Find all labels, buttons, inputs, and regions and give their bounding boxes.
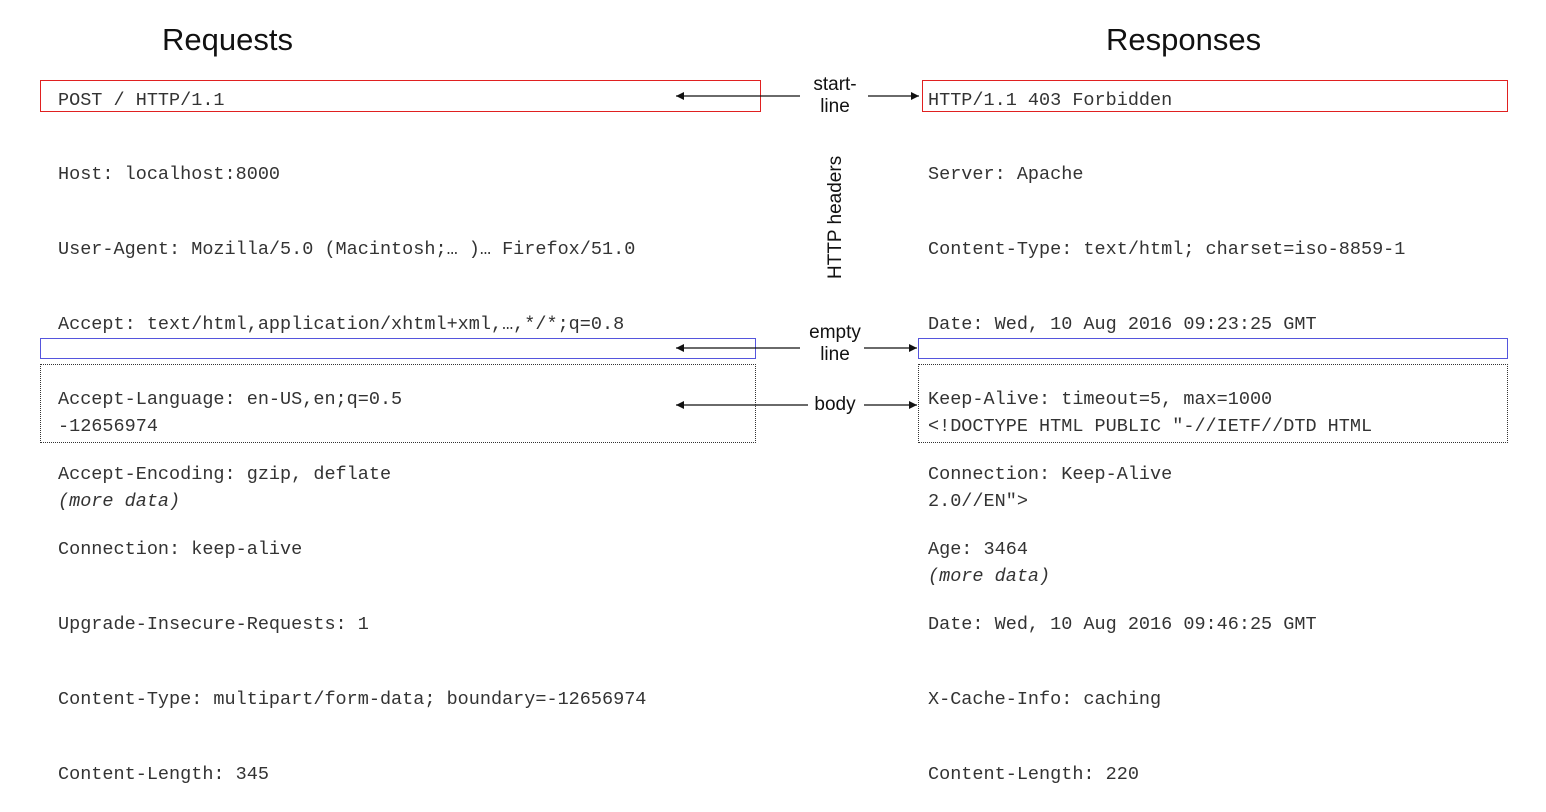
response-body-more: (more data) [928,566,1051,587]
start-line-label: start- line [795,74,875,118]
start-line-label-line: line [820,96,850,117]
request-body-more: (more data) [58,491,181,512]
response-header-line: Date: Wed, 10 Aug 2016 09:46:25 GMT [928,614,1317,635]
body-label: body [814,394,856,415]
response-body-line: <!DOCTYPE HTML PUBLIC "-//IETF//DTD HTML [928,416,1373,437]
request-start-line: POST / HTTP/1.1 [58,90,225,111]
empty-line-label: empty line [795,322,875,366]
response-header-line: Content-Length: 220 [928,764,1139,785]
response-body-line: 2.0//EN"> [928,491,1028,512]
request-header-line: Content-Length: 345 [58,764,269,785]
request-header-line: Host: localhost:8000 [58,164,281,185]
start-line-label-line: start- [813,74,857,95]
request-header-line: Upgrade-Insecure-Requests: 1 [58,614,369,635]
request-header-line: Content-Type: multipart/form-data; bound… [58,689,647,710]
response-header-line: Server: Apache [928,164,1084,185]
response-header-line: Keep-Alive: timeout=5, max=1000 [928,389,1273,410]
request-header-line: Accept: text/html,application/xhtml+xml,… [58,314,625,335]
response-header-line: Date: Wed, 10 Aug 2016 09:23:25 GMT [928,314,1317,335]
response-start-line: HTTP/1.1 403 Forbidden [928,90,1173,111]
response-empty-line-box [918,338,1508,359]
response-start-line-box [922,80,1508,112]
connector-arrows [676,92,919,409]
response-header-line: X-Cache-Info: caching [928,689,1162,710]
empty-line-label-line: empty [809,322,861,343]
requests-title: Requests [162,22,293,57]
request-body-box [40,364,756,443]
responses-title: Responses [1106,22,1262,57]
empty-line-label-line: line [820,344,850,365]
request-body-line: -12656974 [58,416,158,437]
request-header-line: Accept-Language: en-US,en;q=0.5 [58,389,403,410]
response-header-line: Content-Type: text/html; charset=iso-885… [928,239,1406,260]
response-body-box [918,364,1508,443]
request-header-line: User-Agent: Mozilla/5.0 (Macintosh;… )… … [58,239,636,260]
request-header-line: Connection: keep-alive [58,539,303,560]
